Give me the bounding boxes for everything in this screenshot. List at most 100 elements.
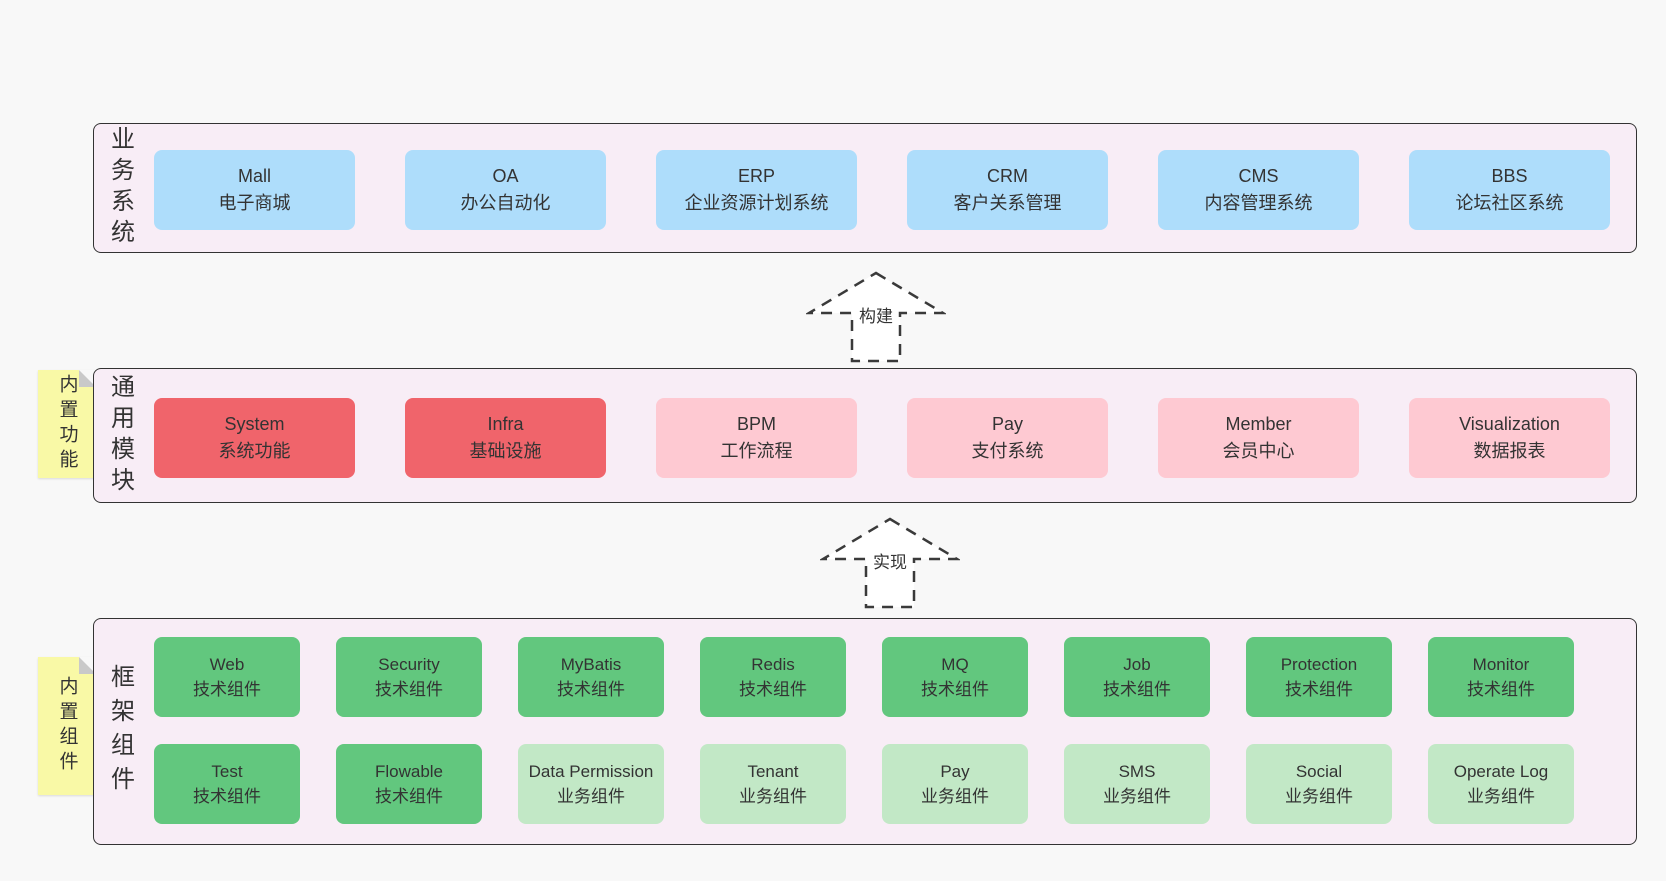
module-desc: 客户关系管理 [953,193,1062,213]
folded-corner-icon [79,370,96,387]
module-desc: 业务组件 [921,787,989,806]
box-tenant: Tenant 业务组件 [700,744,846,824]
sticky-note-label: 内置功能 [56,374,78,474]
module-name: SMS [1118,762,1156,781]
module-name: OA [492,166,519,186]
module-desc: 技术组件 [193,787,261,806]
box-monitor: Monitor 技术组件 [1428,637,1574,717]
box-mybatis: MyBatis 技术组件 [518,637,664,717]
module-desc: 技术组件 [557,680,625,699]
box-test: Test 技术组件 [154,744,300,824]
module-name: Web [209,655,245,674]
box-pay: Pay 支付系统 [907,398,1108,478]
box-web: Web 技术组件 [154,637,300,717]
module-name: Test [211,762,243,781]
module-desc: 业务组件 [1103,787,1171,806]
folded-corner-icon [79,657,96,674]
module-name: Tenant [747,762,799,781]
module-desc: 业务组件 [557,787,625,806]
box-visualization: Visualization 数据报表 [1409,398,1610,478]
module-name: Job [1123,655,1151,674]
common-modules-row: System 系统功能 Infra 基础设施 BPM 工作流程 Pay 支付系统… [154,398,1610,478]
module-name: ERP [737,166,775,186]
module-desc: 基础设施 [469,441,542,461]
box-member: Member 会员中心 [1158,398,1359,478]
band-title-framework-components: 框架组件 [106,663,134,800]
module-name: Mall [237,166,271,186]
box-infra: Infra 基础设施 [405,398,606,478]
band-title-business-systems: 业务系统 [106,126,134,250]
arrow-implement: 实现 [820,516,960,610]
module-desc: 数据报表 [1473,441,1546,461]
sticky-note-built-in-features: 内置功能 [38,370,96,478]
module-desc: 企业资源计划系统 [684,193,829,213]
box-sms: SMS 业务组件 [1064,744,1210,824]
box-mq: MQ 技术组件 [882,637,1028,717]
module-desc: 业务组件 [739,787,807,806]
module-desc: 技术组件 [375,787,443,806]
module-desc: 会员中心 [1222,441,1295,461]
biz-components-row: Test 技术组件 Flowable 技术组件 Data Permission … [154,744,1574,824]
box-pay-biz: Pay 业务组件 [882,744,1028,824]
module-name: Flowable [374,762,444,781]
module-name: Pay [940,762,970,781]
module-desc: 技术组件 [739,680,807,699]
module-desc: 支付系统 [971,441,1044,461]
module-desc: 系统功能 [218,441,291,461]
box-job: Job 技术组件 [1064,637,1210,717]
box-protection: Protection 技术组件 [1246,637,1392,717]
module-desc: 业务组件 [1467,787,1535,806]
box-bpm: BPM 工作流程 [656,398,857,478]
module-name: Social [1295,762,1343,781]
box-social: Social 业务组件 [1246,744,1392,824]
business-systems-row: Mall 电子商城 OA 办公自动化 ERP 企业资源计划系统 CRM 客户关系… [154,150,1610,230]
module-name: MyBatis [560,655,622,674]
box-bbs: BBS 论坛社区系统 [1409,150,1610,230]
module-name: BPM [736,414,776,434]
module-name: Operate Log [1453,762,1549,781]
module-desc: 内容管理系统 [1204,193,1313,213]
module-name: Protection [1280,655,1358,674]
module-name: CMS [1238,166,1279,186]
module-name: CRM [987,166,1028,186]
module-desc: 技术组件 [1103,680,1171,699]
module-name: Monitor [1472,655,1530,674]
module-name: BBS [1491,166,1528,186]
module-desc: 业务组件 [1285,787,1353,806]
box-oa: OA 办公自动化 [405,150,606,230]
box-cms: CMS 内容管理系统 [1158,150,1359,230]
module-desc: 电子商城 [218,193,291,213]
module-desc: 技术组件 [1285,680,1353,699]
module-desc: 技术组件 [193,680,261,699]
module-name: MQ [941,655,969,674]
module-name: Member [1225,414,1292,434]
module-desc: 论坛社区系统 [1455,193,1564,213]
module-name: System [224,414,285,434]
band-framework-components: 框架组件 Web 技术组件 Security 技术组件 MyBatis 技术组件… [93,618,1637,845]
box-redis: Redis 技术组件 [700,637,846,717]
module-name: Data Permission [528,762,654,781]
box-data-permission: Data Permission 业务组件 [518,744,664,824]
tech-components-row: Web 技术组件 Security 技术组件 MyBatis 技术组件 Redi… [154,637,1574,717]
module-name: Redis [751,655,795,674]
box-mall: Mall 电子商城 [154,150,355,230]
module-name: Infra [487,414,524,434]
module-name: Pay [991,414,1024,434]
arrow-implement-label: 实现 [871,548,909,573]
box-erp: ERP 企业资源计划系统 [656,150,857,230]
module-desc: 技术组件 [375,680,443,699]
module-desc: 工作流程 [720,441,793,461]
sticky-note-label: 内置组件 [56,676,78,776]
module-desc: 技术组件 [921,680,989,699]
arrow-build-label: 构建 [857,302,895,327]
sticky-note-built-in-components: 内置组件 [38,657,96,795]
box-operate-log: Operate Log 业务组件 [1428,744,1574,824]
band-title-common-modules: 通用模块 [106,373,134,498]
module-name: Visualization [1459,414,1560,434]
box-crm: CRM 客户关系管理 [907,150,1108,230]
band-business-systems: 业务系统 Mall 电子商城 OA 办公自动化 ERP 企业资源计划系统 CRM… [93,123,1637,253]
module-desc: 技术组件 [1467,680,1535,699]
framework-components-grid: Web 技术组件 Security 技术组件 MyBatis 技术组件 Redi… [154,637,1574,824]
box-flowable: Flowable 技术组件 [336,744,482,824]
